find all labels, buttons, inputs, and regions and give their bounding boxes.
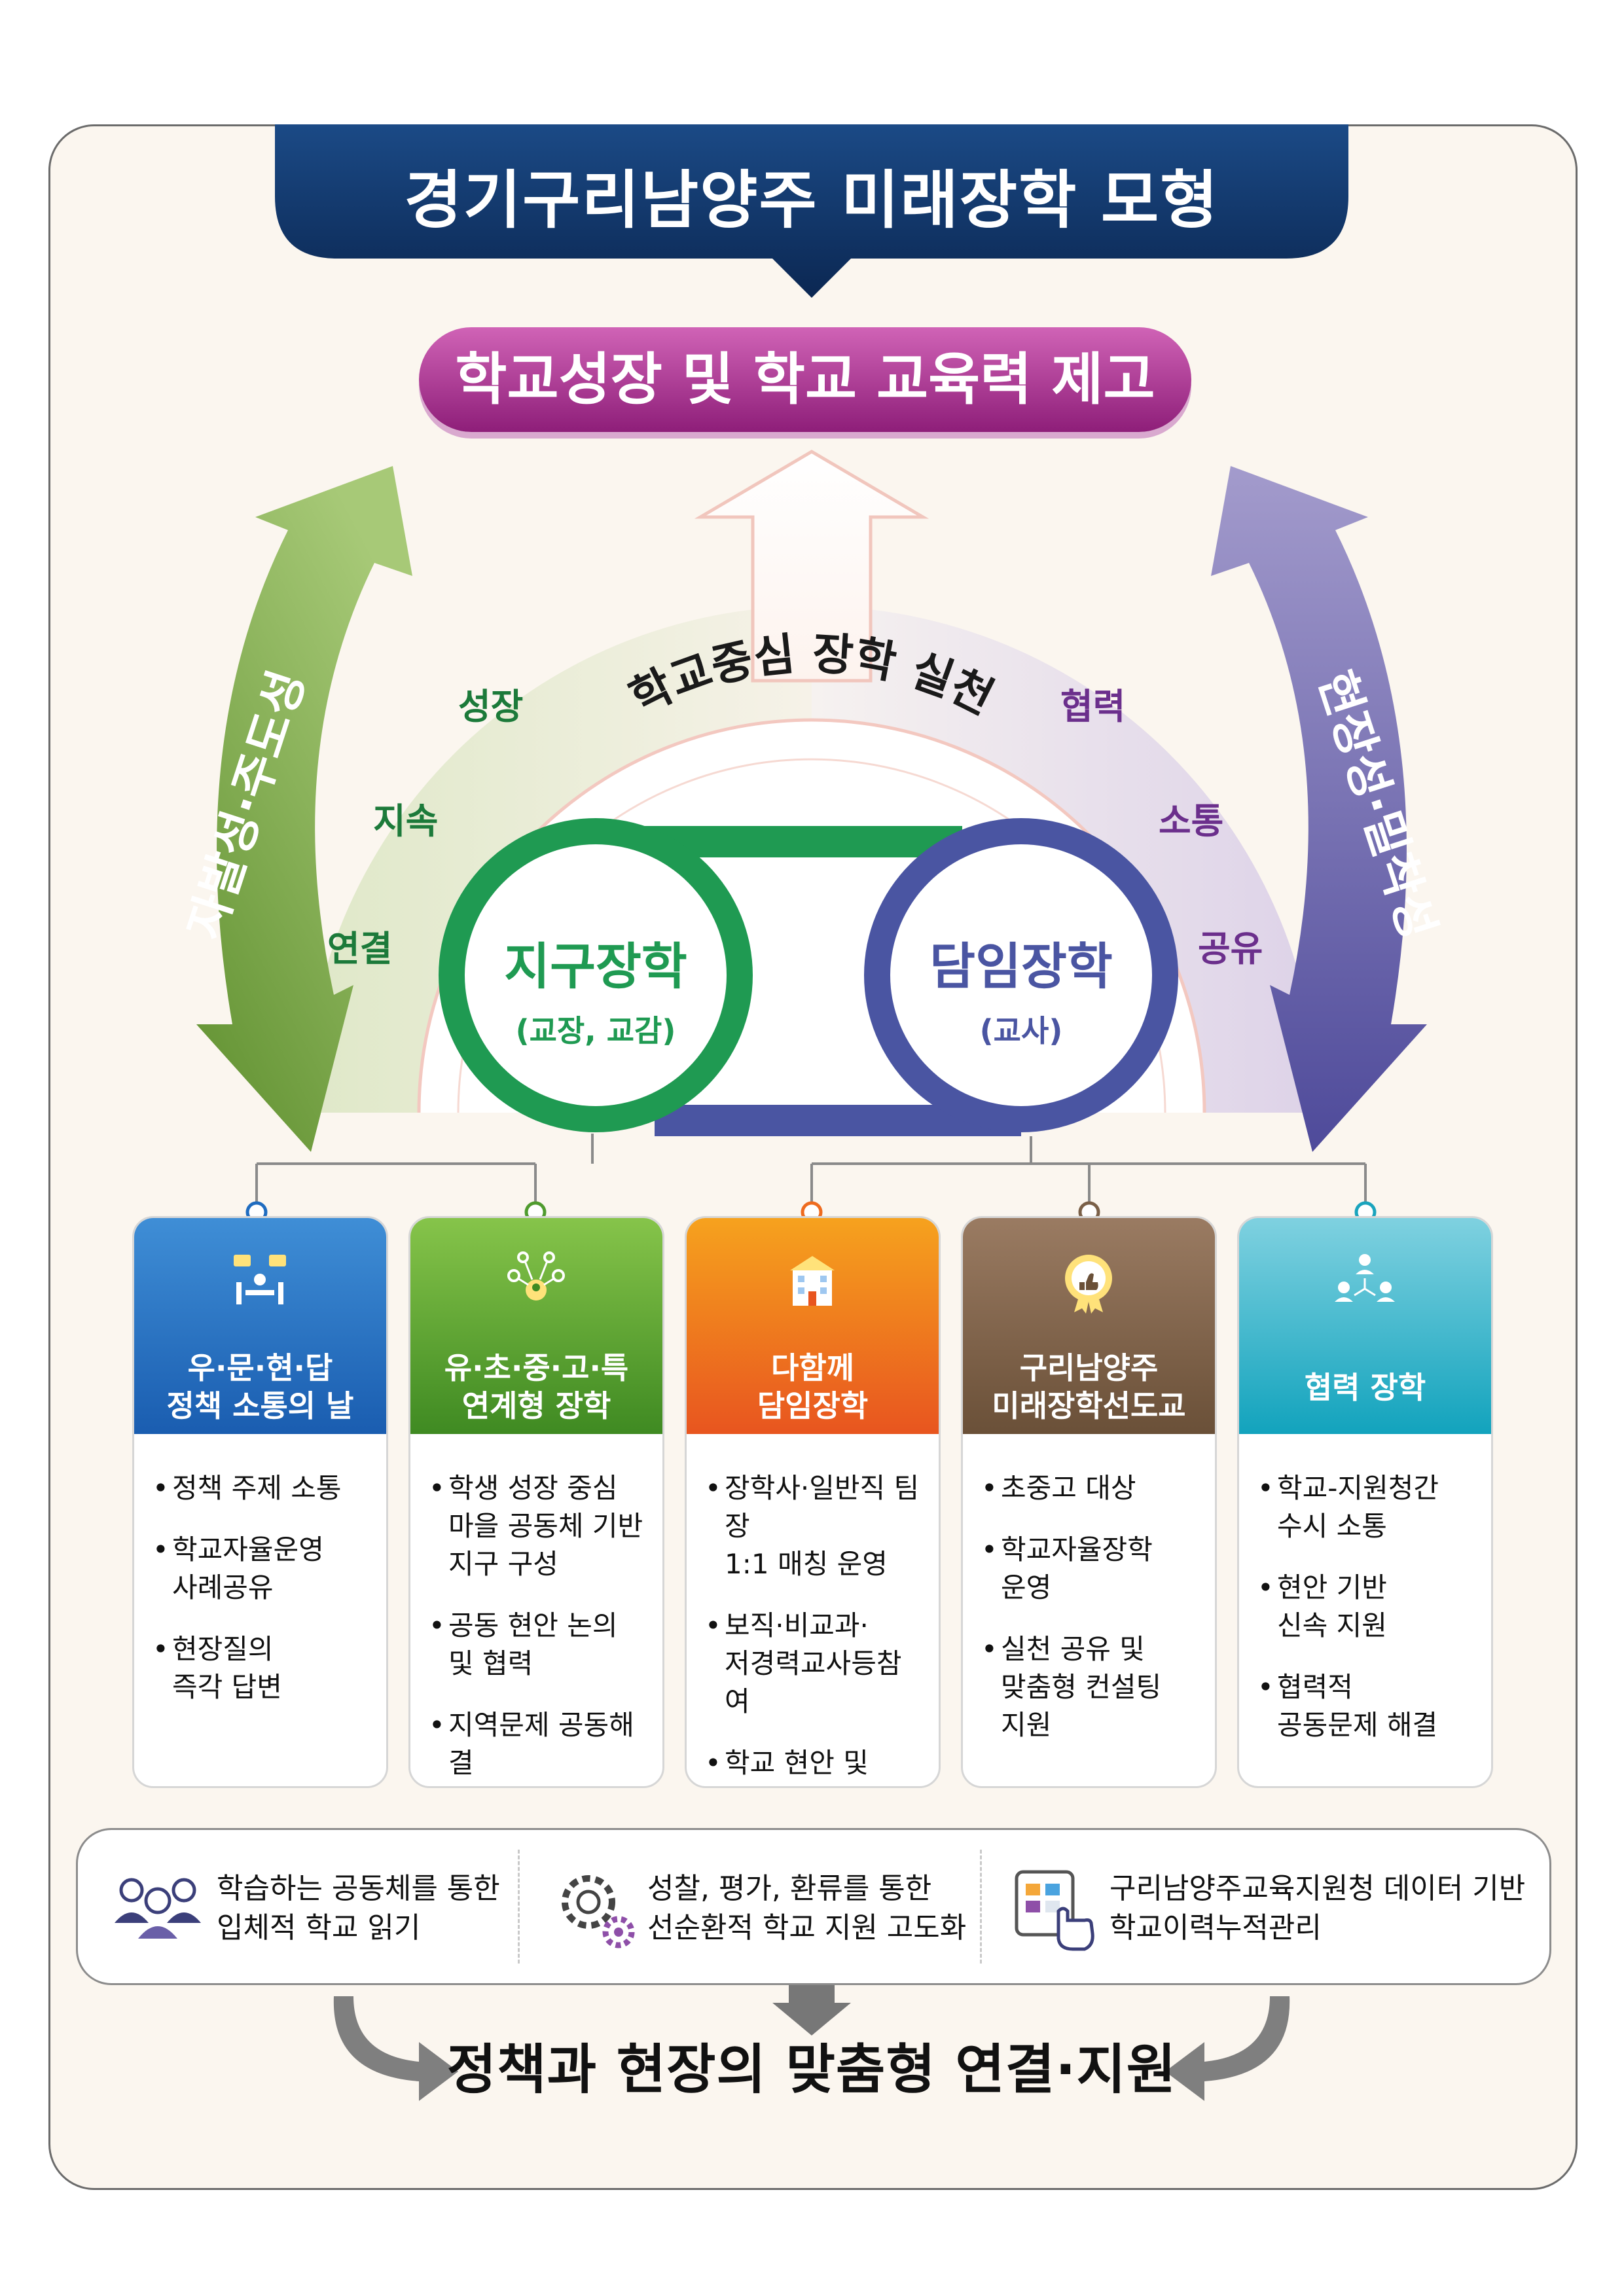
list-item: 보직·비교과· 저경력교사등참여 [700,1607,924,1721]
up-arrow [694,450,929,683]
gears-icon [562,1875,635,1948]
list-item: 학교자율운영 사례공유 [147,1531,372,1607]
card-linked-supervision: 유·초·중·고·특 연계형 장학 학생 성장 중심 마을 공동체 기반 지구 구… [408,1216,664,1788]
goal-pill: 학교성장 및 학교 교육력 제고 [419,327,1191,432]
card-list: 학교-지원청간 수시 소통 현안 기반 신속 지원 협력적 공동문제 해결 [1239,1434,1491,1744]
card-policy-day: 우·문·현·답 정책 소통의 날 정책 주제 소통 학교자율운영 사례공유 현장… [132,1216,388,1788]
card-together-homeroom: 다함께 담임장학 장학사·일반직 팀장 1:1 매칭 운영 보직·비교과· 저경… [685,1216,941,1788]
keyword-growth: 성장 [458,686,524,727]
left-arc-band [305,606,812,1113]
card-title: 다함께 담임장학 [757,1350,869,1424]
list-item: 학생 성장 중심 마을 공동체 기반 지구 구성 [424,1469,648,1583]
card-list: 초중고 대상 학교자율장학 운영 실천 공유 및 맞춤형 컨설팅 지원 [963,1434,1215,1744]
district-sub: (교장, 교감) [515,1013,676,1049]
final-statement: 정책과 현장의 맞춤형 연결·지원 [446,2039,1177,2101]
card-leading-school: 구리남양주 미래장학선도교 초중고 대상 학교자율장학 운영 실천 공유 및 맞… [961,1216,1217,1788]
card-head: 유·초·중·고·특 연계형 장학 [410,1218,662,1434]
right-double-arrow [1211,466,1427,1152]
list-item: 장학사·일반직 팀장 1:1 매칭 운영 [700,1469,924,1583]
list-item: 학교-지원청간 수시 소통 [1252,1469,1477,1545]
tree-connector-lines [255,1134,1367,1208]
thumbs-up-badge-icon [1065,1255,1112,1314]
card-list: 학생 성장 중심 마을 공동체 기반 지구 구성 공동 현안 논의 및 협력 지… [410,1434,662,1782]
card-title: 구리남양주 미래장학선도교 [992,1350,1186,1424]
meeting-icon [234,1255,286,1304]
list-item: 학교자율장학 운영 [976,1531,1200,1607]
left-double-arrow [196,466,412,1152]
svg-text:학교중심 장학 실천: 학교중심 장학 실천 [622,628,1001,725]
card-head: 우·문·현·답 정책 소통의 날 [134,1218,386,1434]
page-title: 경기구리남양주 미래장학 모형 [404,164,1219,237]
strip-text: 학습하는 공동체를 통한 입체적 학교 읽기 [217,1872,500,1945]
community-icon [115,1878,201,1939]
keyword-communication: 소통 [1159,800,1224,842]
list-item: 공동 현안 논의 및 협력 [424,1607,648,1683]
homeroom-title: 담임장학 [929,937,1113,996]
district-circle: 지구장학 (교장, 교감) [465,926,727,1050]
district-title: 지구장학 [504,937,687,996]
card-title: 협력 장학 [1304,1370,1426,1405]
card-head: 다함께 담임장학 [687,1218,939,1434]
card-list: 장학사·일반직 팀장 1:1 매칭 운영 보직·비교과· 저경력교사등참여 학교… [687,1434,939,1786]
card-list: 정책 주제 소통 학교자율운영 사례공유 현장질의 즉각 답변 [134,1434,386,1706]
list-item: 현안 기반 신속 지원 [1252,1569,1477,1645]
list-item: 초중고 대상 [976,1469,1200,1507]
keyword-connect: 연결 [327,928,393,969]
card-head: 협력 장학 [1239,1218,1491,1434]
list-item: 현장질의 즉각 답변 [147,1630,372,1706]
connector-bottom-indigo [655,1105,1021,1136]
practice-text: 학교중심 장학 실천 [622,628,1001,725]
card-cooperative-supervision: 협력 장학 학교-지원청간 수시 소통 현안 기반 신속 지원 협력적 공동문제… [1237,1216,1493,1788]
people-collaboration-icon [1335,1254,1395,1302]
strip-item-feedback: 성찰, 평가, 환류를 통한 선순환적 학교 지원 고도화 [530,1830,988,1983]
list-item: 정책 주제 소통 [147,1469,372,1507]
list-item: 실천 공유 및 맞춤형 컨설팅 지원 [976,1630,1200,1744]
strip-divider [518,1850,520,1964]
goal-text: 학교성장 및 학교 교육력 제고 [455,347,1155,412]
strip-item-data: 구리남양주교육지원청 데이터 기반 학교이력누적관리 [994,1830,1544,1983]
list-item: 학교 현안 및 교육과정 공유 [700,1744,924,1786]
school-icon [790,1256,835,1306]
keyword-cooperation: 협력 [1060,686,1126,727]
strip-text: 구리남양주교육지원청 데이터 기반 학교이력누적관리 [1110,1872,1526,1945]
touch-screen-icon [1015,1870,1094,1951]
right-arc-band [812,606,1318,1113]
homeroom-sub: (교사) [979,1013,1063,1049]
left-curved-arrow [333,1996,458,2101]
card-title: 우·문·현·답 정책 소통의 날 [166,1350,354,1424]
title-banner [275,124,1348,298]
strip-text: 성찰, 평가, 환류를 통한 선순환적 학교 지원 고도화 [647,1872,967,1945]
down-arrow [772,1983,851,2036]
list-item: 협력적 공동문제 해결 [1252,1668,1477,1744]
card-head: 구리남양주 미래장학선도교 [963,1218,1215,1434]
keyword-sustain: 지속 [373,800,439,842]
network-icon [507,1251,565,1300]
strip-divider [980,1850,982,1964]
card-title: 유·초·중·고·특 연계형 장학 [444,1350,629,1424]
list-item: 지역문제 공동해결 [424,1706,648,1782]
right-curved-arrow [1165,1996,1290,2101]
strip-item-community: 학습하는 공동체를 통한 입체적 학교 읽기 [78,1830,523,1983]
bottom-strip: 학습하는 공동체를 통한 입체적 학교 읽기 성찰, 평가, 환류를 통한 선순… [76,1828,1551,1985]
homeroom-circle: 담임장학 (교사) [890,926,1152,1050]
keyword-share: 공유 [1198,928,1263,969]
